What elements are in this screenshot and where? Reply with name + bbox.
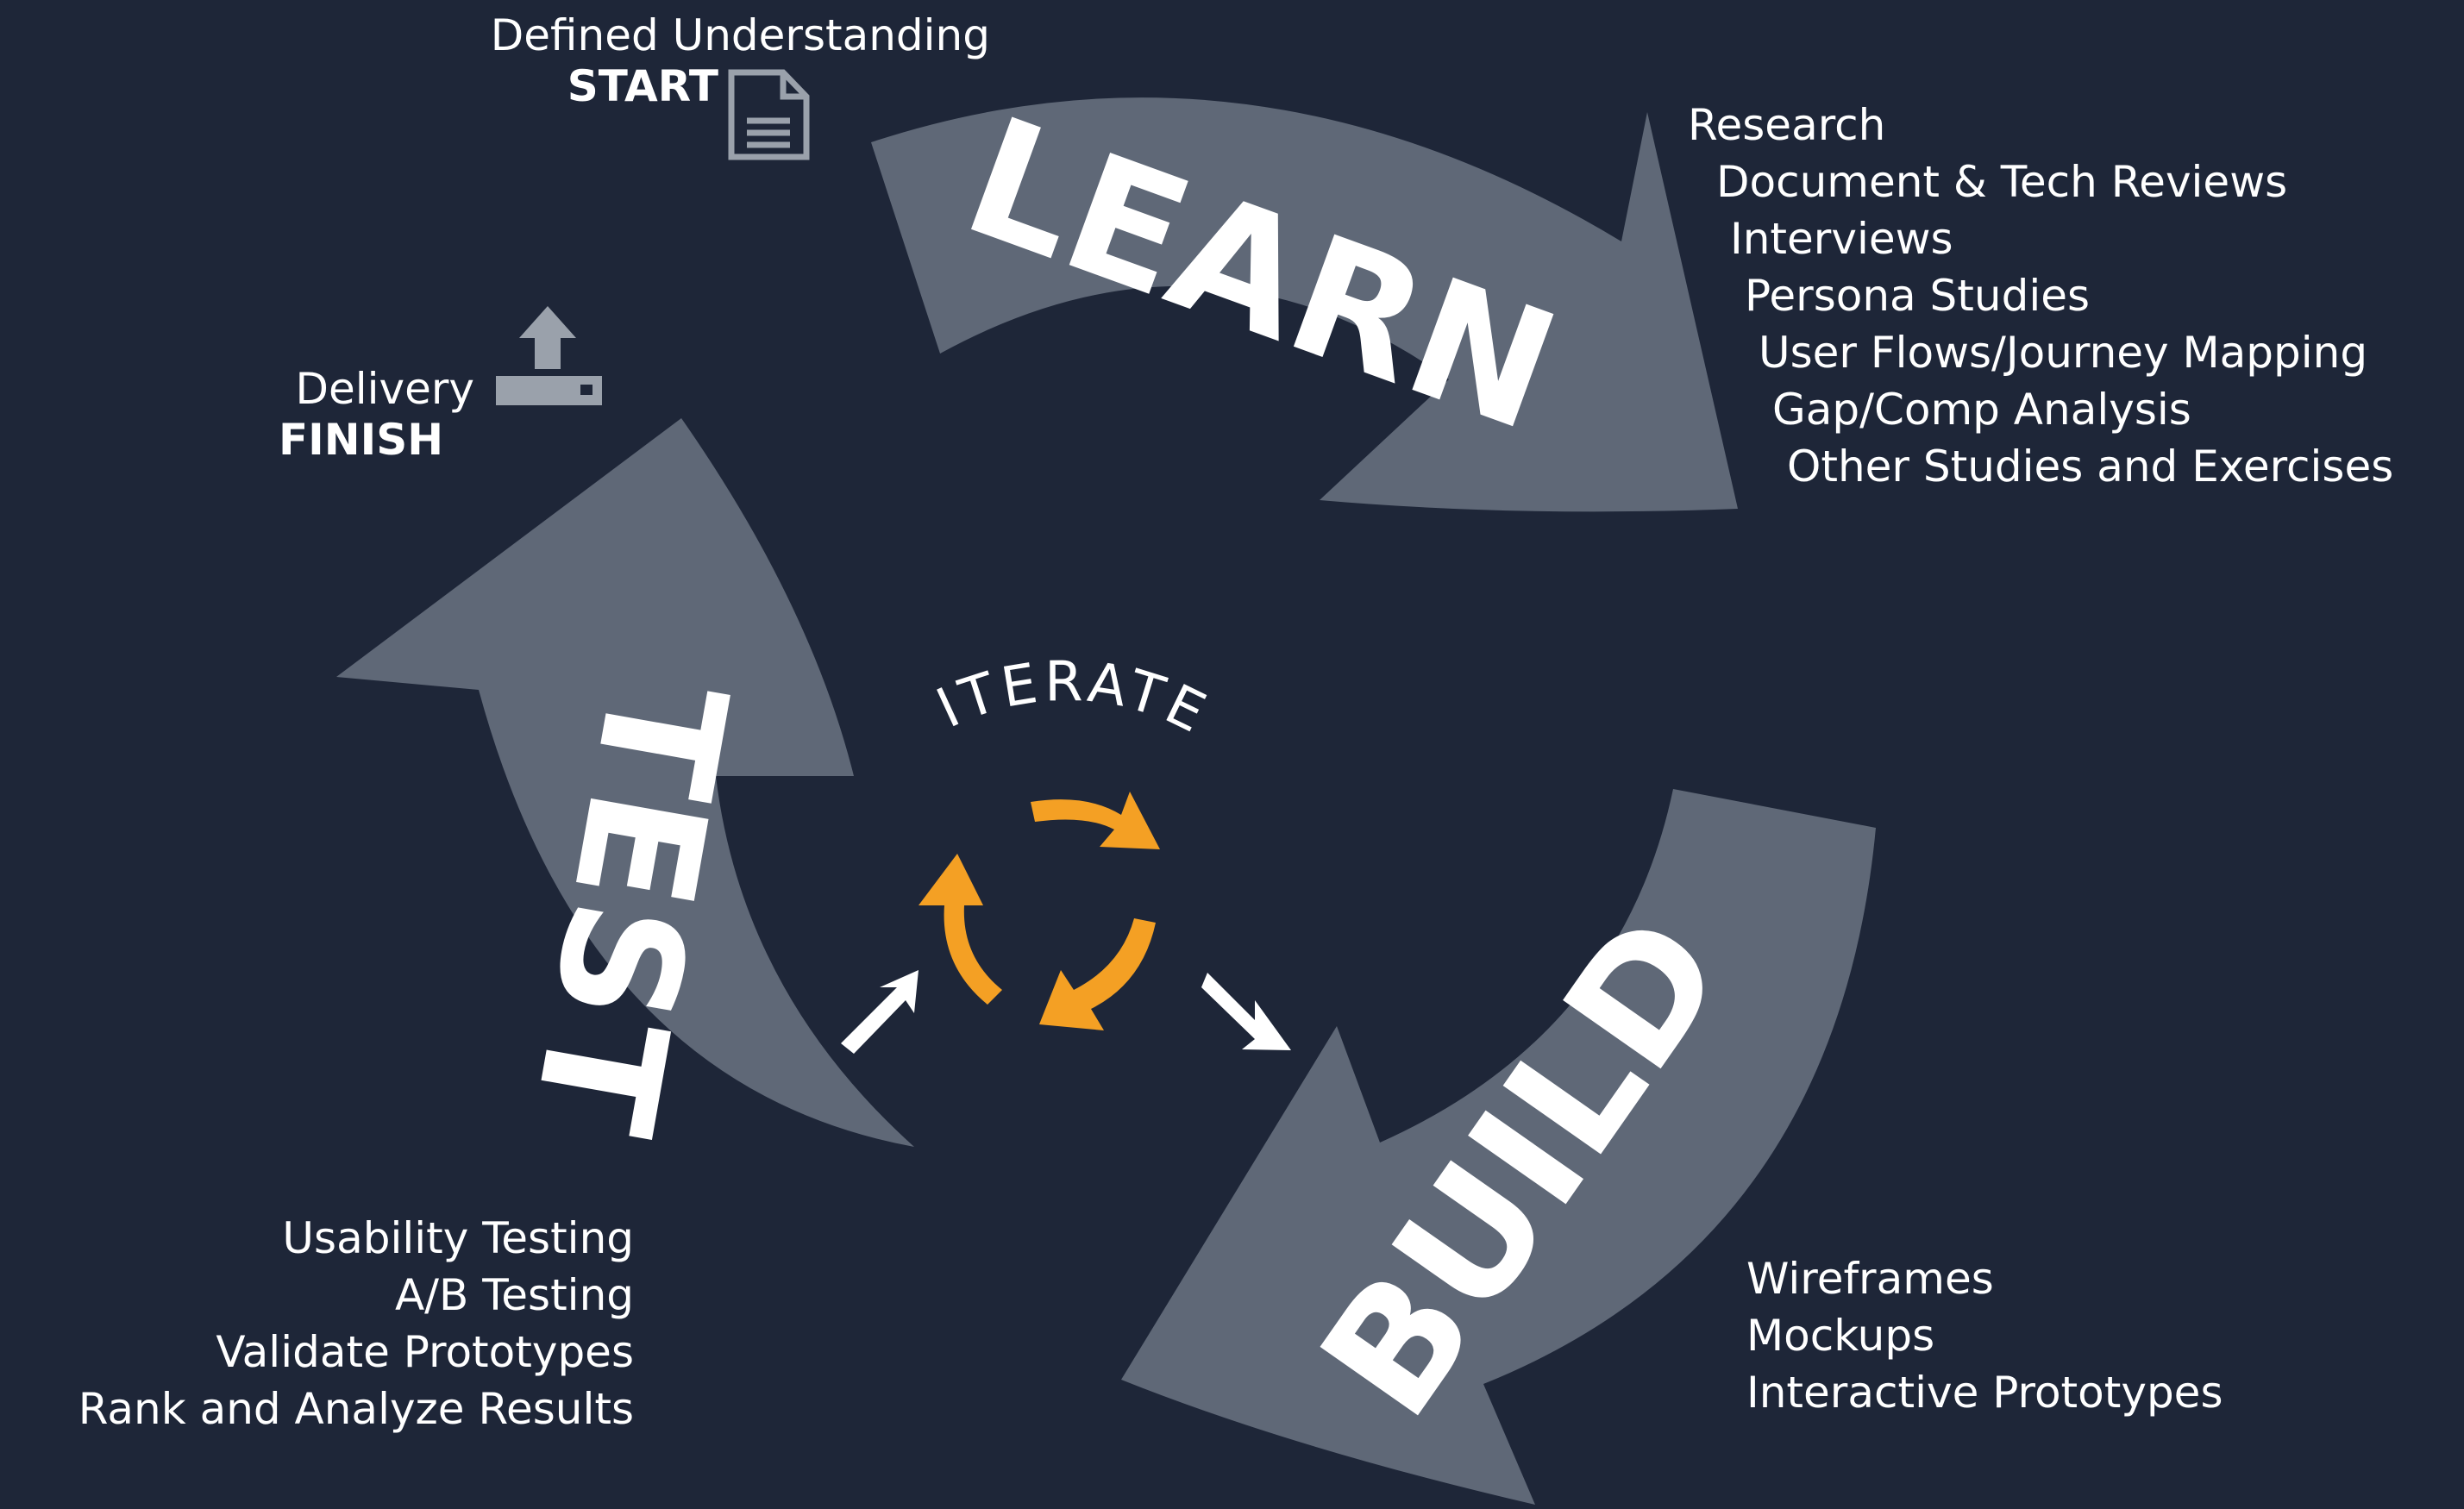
test-item-validate: Validate Prototypes	[216, 1327, 634, 1377]
iterate-cycle-icon	[919, 792, 1160, 1030]
learn-arrow	[871, 97, 1738, 512]
iterate-label: ITERATE	[928, 650, 1219, 748]
start-label: START	[567, 61, 718, 111]
learn-item-persona-studies: Persona Studies	[1745, 271, 2090, 321]
finish-label: FINISH	[279, 415, 443, 465]
build-items: Wireframes Mockups Interactive Prototype…	[1746, 1254, 2223, 1418]
test-item-ab-testing: A/B Testing	[395, 1270, 634, 1320]
arrow-to-build-icon	[1201, 973, 1291, 1050]
learn-items: Research Document & Tech Reviews Intervi…	[1688, 100, 2393, 492]
learn-item-other-studies: Other Studies and Exercises	[1787, 441, 2393, 492]
build-arrow	[1121, 789, 1876, 1505]
upload-tray-icon	[496, 306, 602, 405]
test-item-usability: Usability Testing	[282, 1213, 634, 1263]
arrow-to-iterate-icon	[841, 970, 919, 1054]
test-items: Usability Testing A/B Testing Validate P…	[78, 1213, 634, 1434]
start-caption: Defined Understanding	[491, 10, 990, 60]
build-item-mockups: Mockups	[1746, 1311, 1934, 1361]
learn-item-document-reviews: Document & Tech Reviews	[1716, 157, 2287, 207]
build-item-interactive-prototypes: Interactive Prototypes	[1746, 1368, 2223, 1418]
learn-item-gap-analysis: Gap/Comp Analysis	[1772, 385, 2191, 435]
learn-item-research: Research	[1688, 100, 1885, 150]
finish-caption: Delivery	[295, 364, 474, 414]
learn-item-user-flows: User Flows/Journey Mapping	[1759, 328, 2367, 378]
learn-item-interviews: Interviews	[1730, 214, 1953, 264]
build-item-wireframes: Wireframes	[1746, 1254, 1994, 1304]
test-item-rank-analyze: Rank and Analyze Results	[78, 1384, 634, 1434]
document-icon	[728, 69, 810, 160]
test-arrow	[336, 418, 914, 1147]
